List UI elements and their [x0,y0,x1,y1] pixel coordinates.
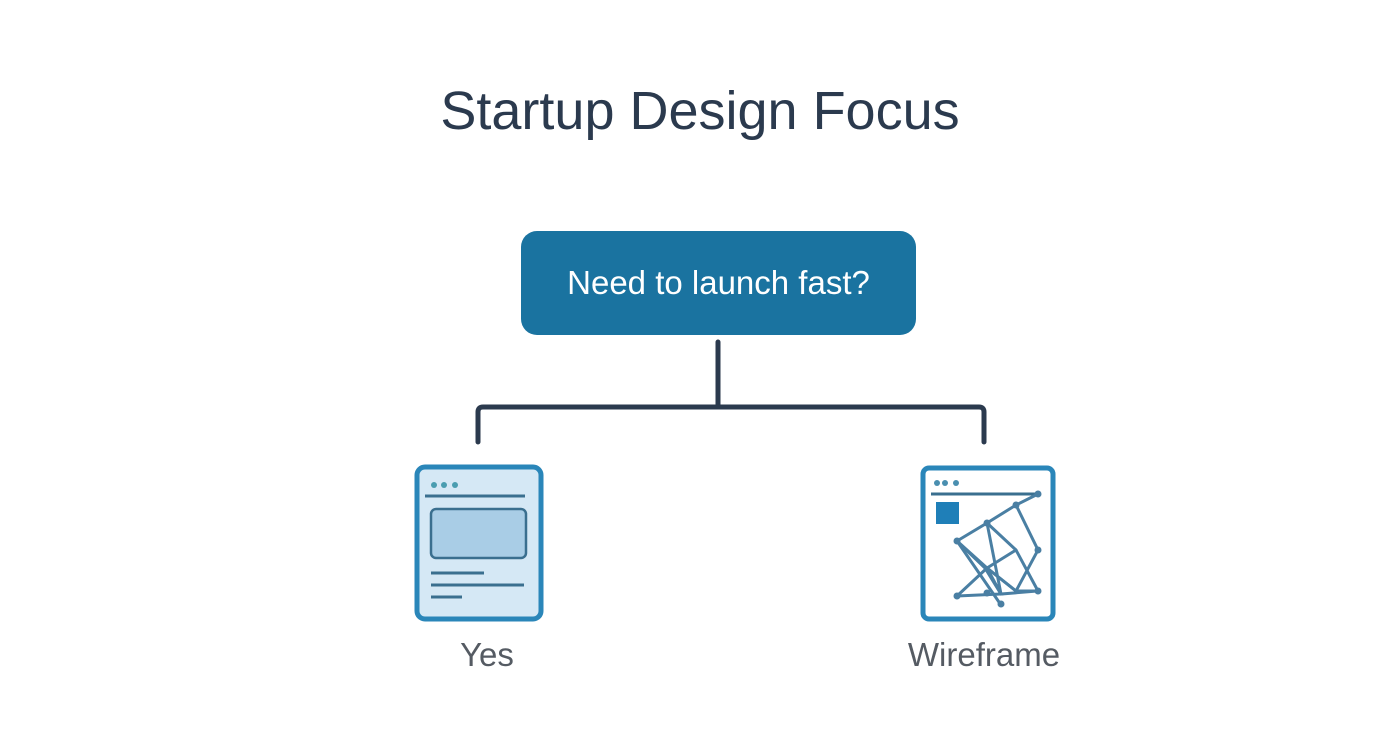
branch-label-yes: Yes [460,636,514,673]
decision-question: Need to launch fast? [567,264,870,301]
branch-label-wireframe: Wireframe [907,636,1061,673]
diagram-title: Startup Design Focus [440,81,960,141]
decision-node: Need to launch fast? [521,231,916,335]
